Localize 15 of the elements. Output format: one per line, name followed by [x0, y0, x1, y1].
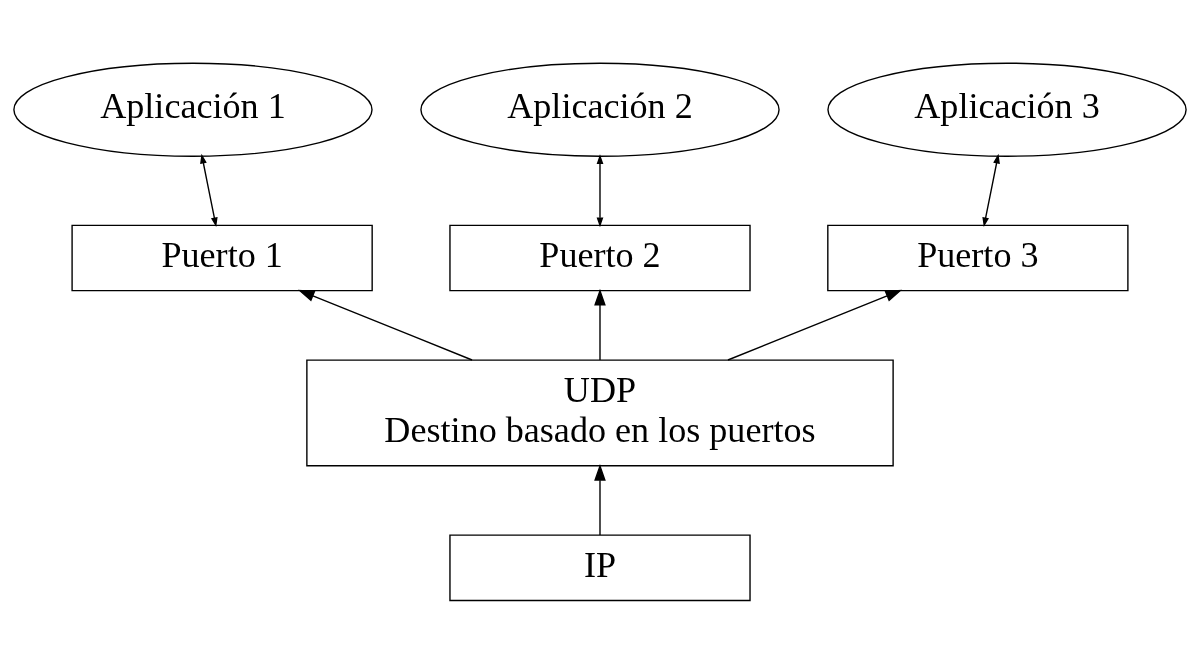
arrow: [982, 153, 1000, 227]
node-box: Puerto 2: [449, 224, 751, 291]
node-box: IP: [449, 533, 751, 601]
arrow: [594, 288, 606, 361]
node-ellipse: Aplicación 3: [827, 62, 1187, 157]
node-ellipse: Aplicación 2: [420, 62, 780, 157]
arrow: [200, 153, 218, 227]
arrow: [297, 289, 473, 361]
node-box: UDP Destino basado en los puertos: [306, 358, 894, 466]
node-ellipse: Aplicación 1: [13, 62, 373, 157]
arrow: [727, 289, 903, 361]
arrow: [596, 153, 604, 227]
node-box: Puerto 1: [71, 224, 373, 291]
node-box: Puerto 3: [827, 224, 1129, 291]
arrow: [594, 463, 606, 536]
